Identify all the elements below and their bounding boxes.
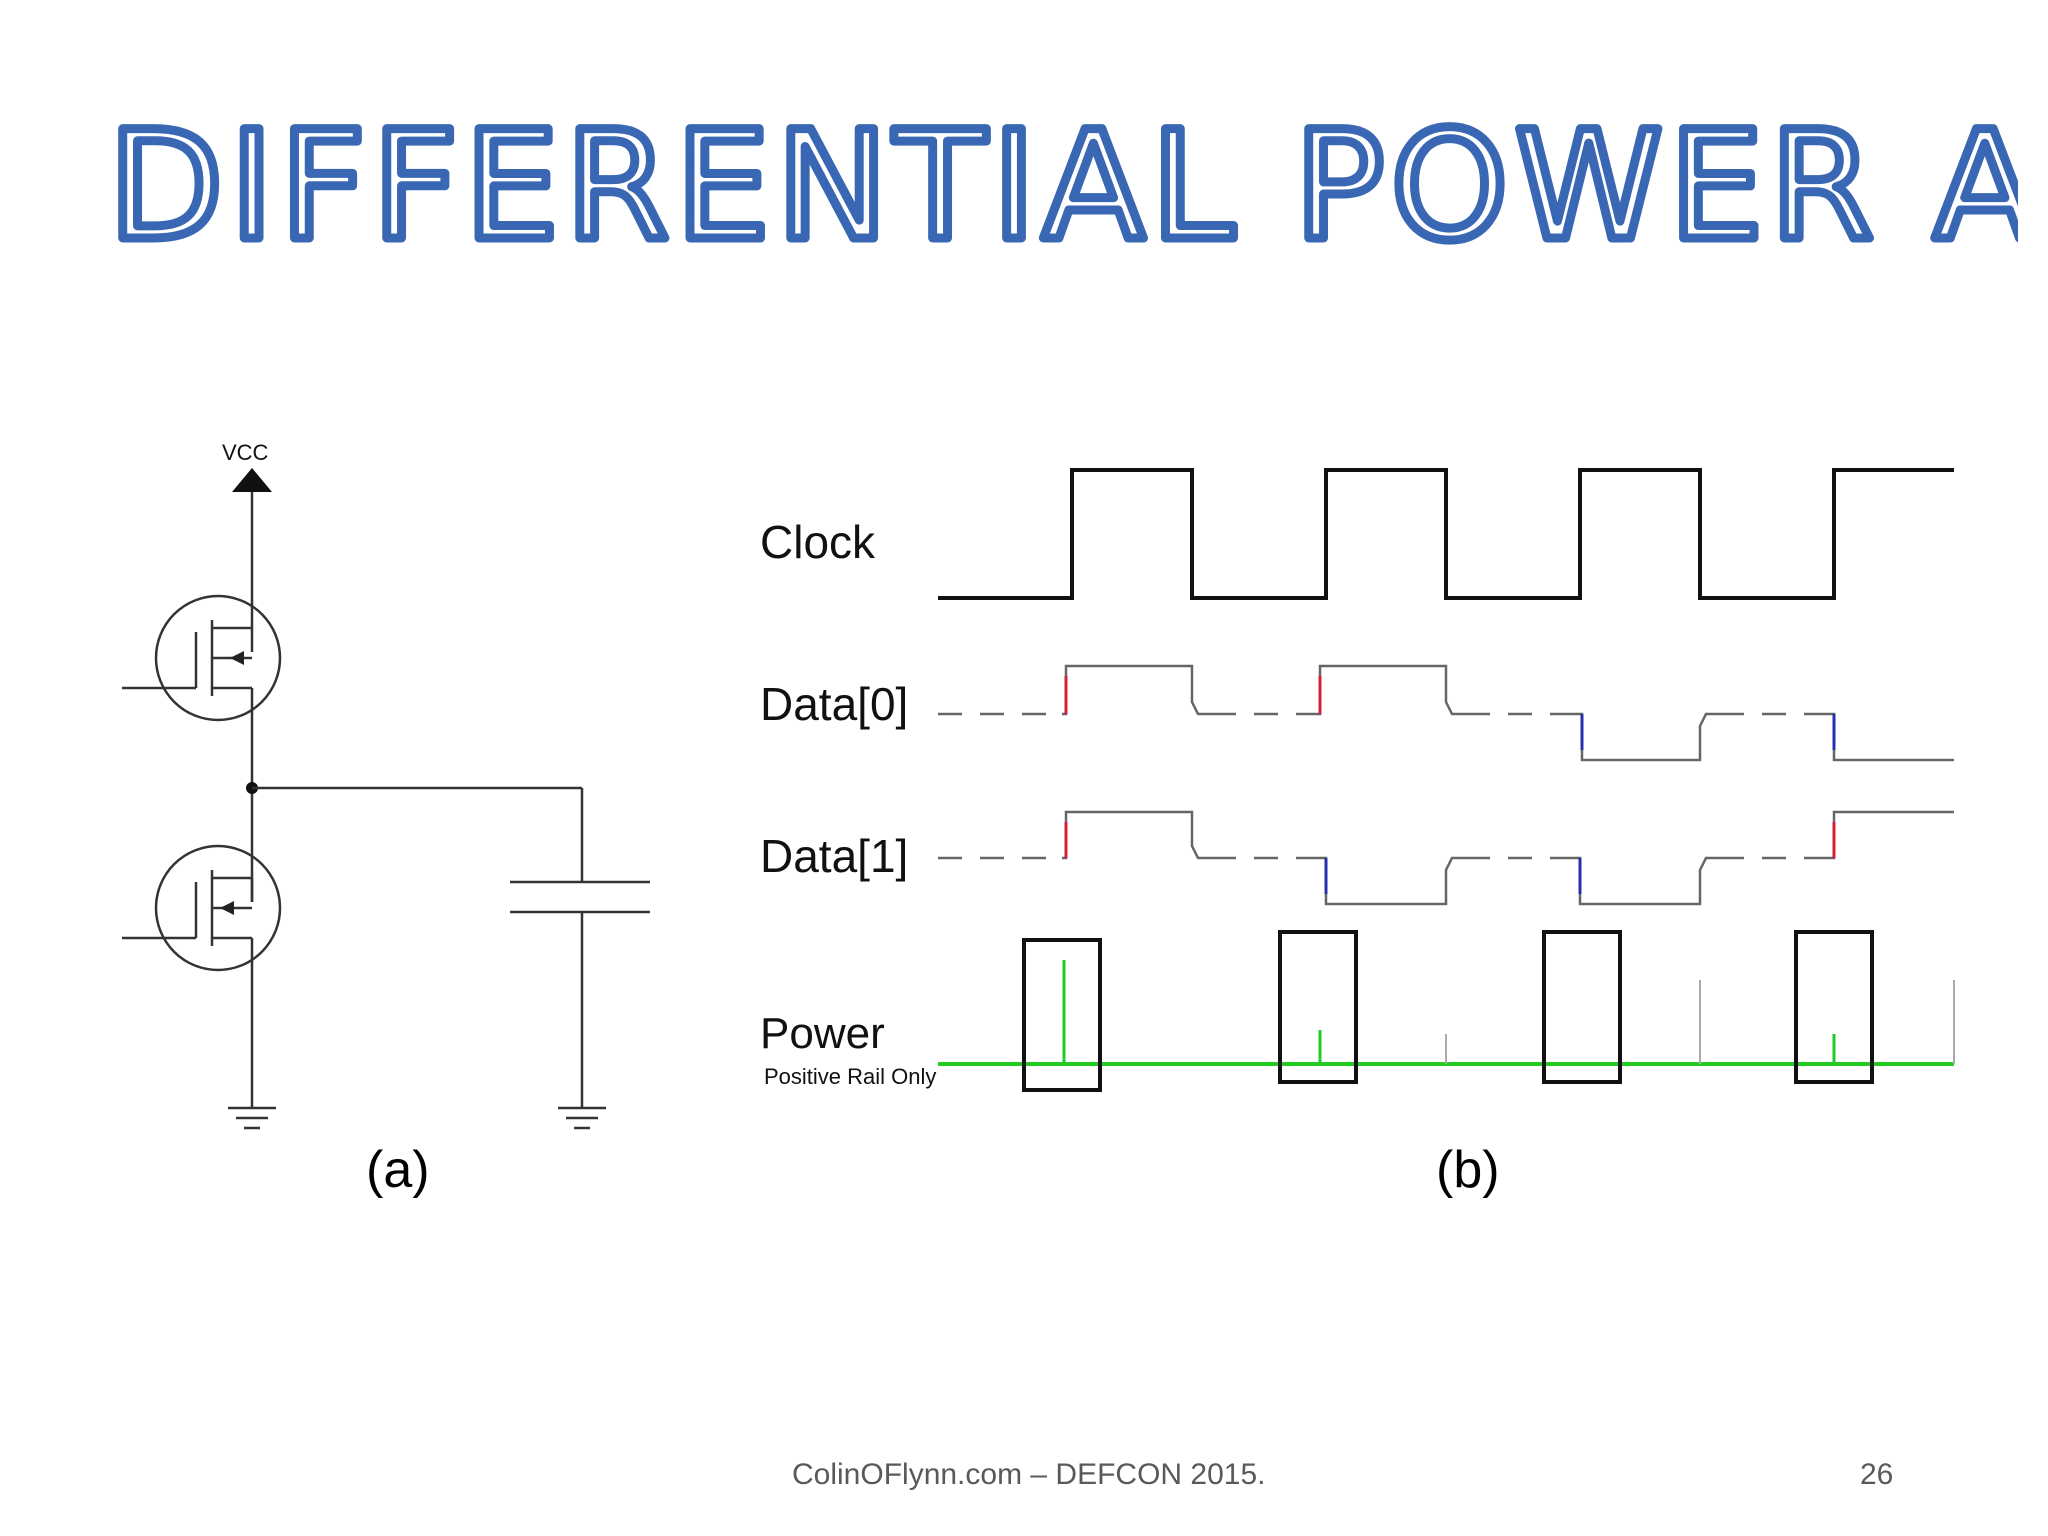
caption-b: (b) [1436,1141,1500,1199]
nmos-transistor-icon [122,844,282,972]
clock-label: Clock [760,516,876,568]
caption-a: (a) [366,1141,430,1199]
slide-title: DIFFERENTIAL POWER ANA. [104,78,2048,279]
diagram-area: VCC [100,420,1980,1240]
footer-text: ColinOFlynn.com – DEFCON 2015. [792,1458,1266,1491]
data1-label: Data[1] [760,830,908,882]
power-event-box [1794,930,1874,1084]
vcc-label: VCC [222,440,269,465]
pmos-transistor-icon [122,538,282,722]
data0-waveform [938,664,1954,762]
page-number: 26 [1860,1458,1894,1491]
load-capacitor-icon [510,880,650,1130]
slide-title-text: DIFFERENTIAL POWER ANA. [108,100,2018,274]
power-event-box [1278,930,1358,1084]
clock-waveform [938,468,1954,600]
power-label: Power [760,1009,885,1058]
data0-label: Data[0] [760,678,908,730]
power-event-box [1022,938,1102,1092]
power-event-box [1542,930,1622,1084]
ground-icon [228,1106,276,1130]
power-waveform [938,930,1955,1092]
data1-waveform [938,810,1954,906]
cmos-inverter-circuit: VCC [122,440,650,1130]
vcc-arrow-icon [232,468,272,492]
power-sub-label: Positive Rail Only [764,1064,936,1089]
timing-diagram: Clock Data[0] Data[1] Power Positive Rai… [760,468,1955,1092]
